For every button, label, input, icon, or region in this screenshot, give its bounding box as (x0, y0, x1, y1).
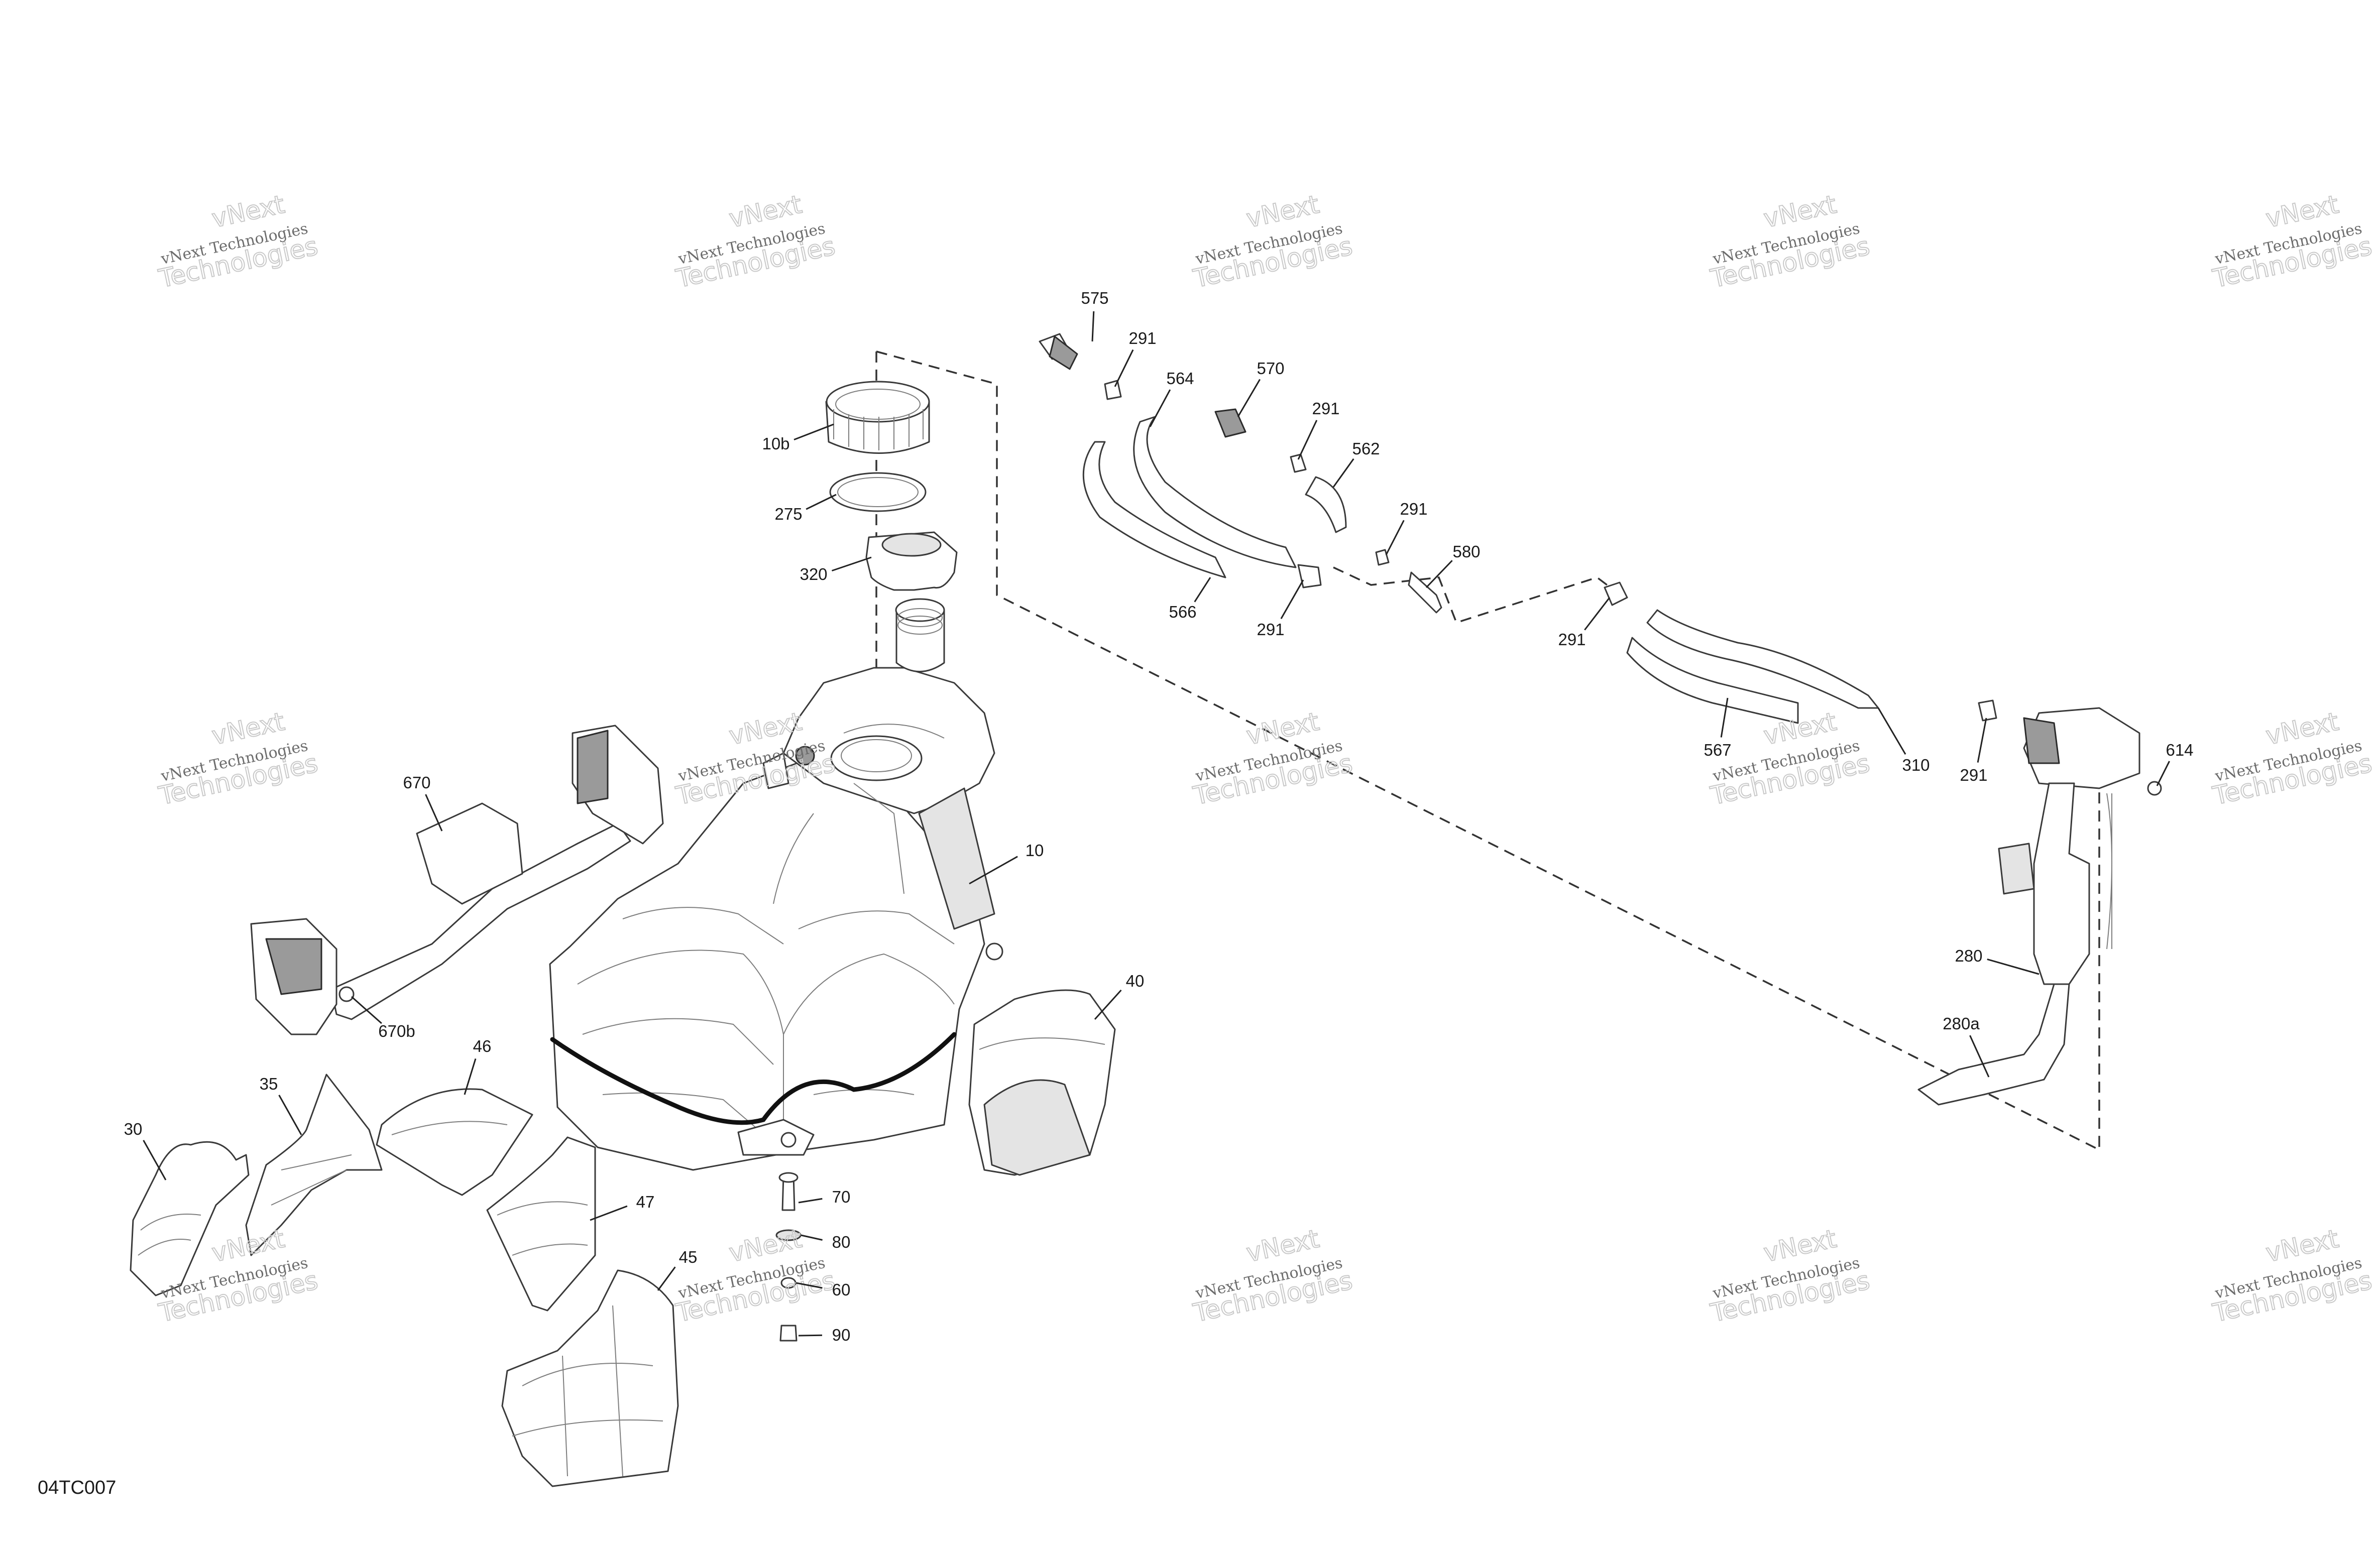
heat-shield-30 (130, 1141, 250, 1296)
leader-line-291-4 (1297, 420, 1318, 460)
heat-shield-47 (486, 1136, 596, 1312)
heat-shield-35 (245, 1074, 383, 1256)
callout-280-15: 280 (1955, 946, 1982, 965)
leader-line-35-25 (278, 1095, 302, 1135)
heat-shield-46 (376, 1088, 533, 1196)
callout-614-14: 614 (2166, 741, 2193, 759)
leader-lines (143, 311, 2170, 1337)
callout-320-19: 320 (800, 565, 827, 583)
callout-670-21: 670 (403, 773, 430, 792)
leader-line-670b-22 (351, 996, 382, 1024)
leader-line-310-12 (1877, 707, 1906, 755)
callout-80-30: 80 (832, 1233, 851, 1251)
leader-line-10b-17 (794, 423, 834, 441)
callout-30-26: 30 (124, 1120, 143, 1138)
leader-line-291-6 (1385, 520, 1405, 555)
leader-line-60-31 (796, 1282, 823, 1289)
leader-line-670-21 (425, 794, 443, 832)
gasket (829, 472, 927, 512)
callout-291-9: 291 (1257, 620, 1284, 639)
callout-575-0: 575 (1081, 289, 1108, 307)
callout-564-2: 564 (1166, 369, 1194, 388)
heat-shield-40 (968, 989, 1116, 1176)
hose-assembly (1039, 333, 1997, 724)
leader-line-614-14 (2156, 761, 2170, 786)
callout-40-23: 40 (1126, 972, 1145, 990)
leader-line-320-19 (831, 556, 872, 572)
leader-line-280a-16 (1969, 1035, 1990, 1078)
fastener-stack (775, 1172, 802, 1342)
callout-567-11: 567 (1704, 741, 1731, 759)
callout-291-10: 291 (1558, 630, 1585, 649)
callout-70-29: 70 (832, 1188, 851, 1206)
callout-580-7: 580 (1452, 542, 1480, 561)
callout-566-8: 566 (1169, 603, 1196, 621)
callout-46-24: 46 (473, 1037, 492, 1055)
callout-275-18: 275 (774, 505, 802, 523)
leader-line-80-30 (801, 1234, 823, 1241)
leader-line-564-2 (1149, 389, 1171, 427)
leader-line-575-0 (1091, 311, 1095, 342)
leader-line-40-23 (1094, 989, 1122, 1020)
leader-line-570-3 (1237, 379, 1261, 417)
fuel-cap (865, 531, 958, 591)
callout-291-1: 291 (1128, 329, 1156, 347)
leader-line-90-32 (798, 1334, 823, 1337)
leader-line-46-24 (464, 1058, 477, 1095)
callout-280a-16: 280a (1943, 1014, 1980, 1033)
leader-line-291-1 (1114, 349, 1134, 387)
filler-ring (825, 381, 930, 454)
leader-line-10-20 (969, 856, 1018, 885)
callout-45-28: 45 (679, 1248, 698, 1266)
leader-line-45-28 (657, 1266, 676, 1291)
figure-code: 04TC007 (38, 1477, 116, 1498)
leader-line-291-10 (1584, 597, 1611, 631)
callout-labels: 575 291 564 570 291 562 291 580 566 291 291 567 310 2… (124, 289, 2194, 1344)
callout-60-31: 60 (832, 1280, 851, 1299)
leader-line-567-11 (1720, 697, 1729, 738)
callout-310-12: 310 (1902, 756, 1930, 774)
leader-line-566-8 (1194, 577, 1211, 603)
leader-line-47-27 (590, 1205, 628, 1221)
heat-shield-45 (501, 1269, 679, 1487)
callout-670b-22: 670b (378, 1022, 415, 1040)
fuel-tank (549, 598, 1003, 1171)
callout-10b-17: 10b (762, 434, 789, 453)
callout-562-5: 562 (1352, 439, 1380, 458)
leader-line-70-29 (798, 1198, 823, 1204)
leader-line-275-18 (806, 494, 837, 510)
assembly-dashed-lines (875, 350, 2100, 1151)
callout-291-6: 291 (1400, 500, 1427, 518)
leader-line-580-7 (1425, 560, 1453, 588)
callout-90-32: 90 (832, 1326, 851, 1344)
callout-10-20: 10 (1026, 841, 1044, 860)
leader-line-280-15 (1987, 959, 2039, 975)
leader-line-291-9 (1280, 579, 1304, 620)
callout-291-4: 291 (1312, 399, 1339, 418)
leader-line-562-5 (1332, 458, 1354, 488)
leader-line-30-26 (143, 1140, 167, 1180)
callout-47-27: 47 (636, 1193, 655, 1211)
bracket-670 (250, 725, 664, 1035)
callout-570-3: 570 (1257, 359, 1284, 378)
fuel-pump-module (1917, 707, 2162, 1106)
callout-291-13: 291 (1960, 766, 1987, 784)
callout-35-25: 35 (260, 1075, 278, 1093)
leader-line-291-13 (1977, 718, 1987, 763)
